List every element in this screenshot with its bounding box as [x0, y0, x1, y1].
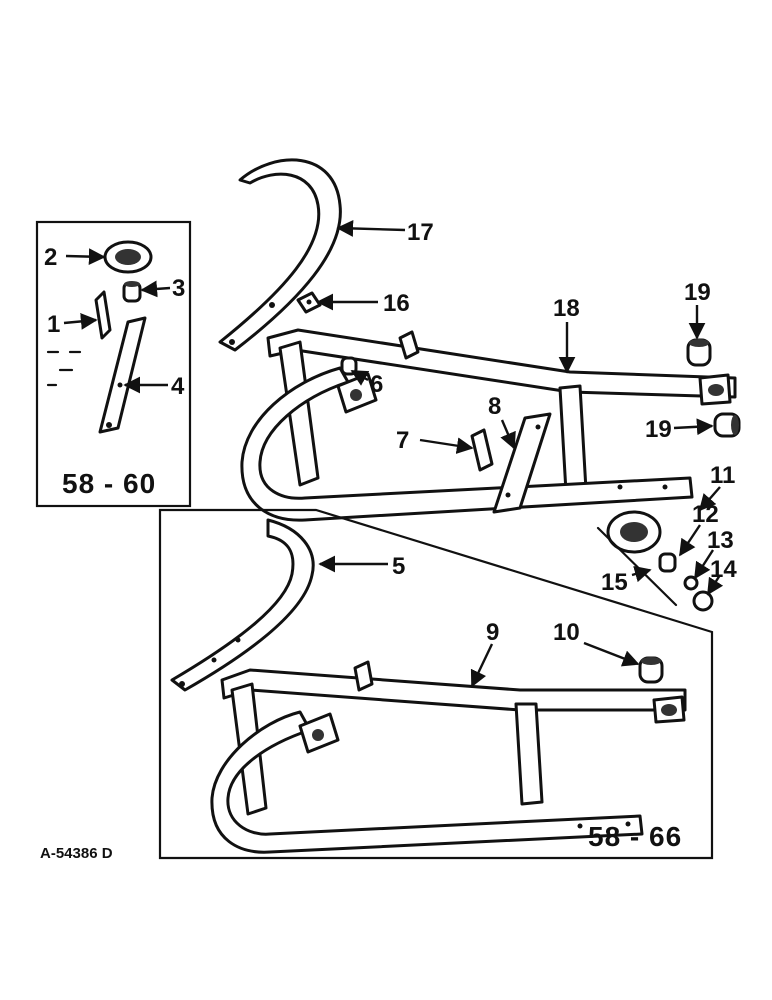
shank-part-5	[170, 518, 315, 692]
inset-58-60-label: 58 - 60	[62, 468, 156, 499]
arm-part-4	[98, 316, 147, 434]
callout-3: 3	[172, 275, 185, 302]
callout-12: 12	[692, 501, 719, 528]
inset-58-66: 5 9 10 58 - 66	[158, 508, 714, 860]
bushing-part-10	[638, 656, 664, 684]
sleeve-part-6	[340, 356, 358, 376]
shank-part-17	[218, 158, 342, 352]
callout-11: 11	[710, 462, 735, 489]
callout-17: 17	[407, 219, 434, 246]
callout-1: 1	[47, 311, 60, 338]
bushing-part-19-bottom	[713, 412, 741, 438]
inset-58-66-label: 58 - 66	[588, 821, 682, 852]
wheel-part-11	[606, 510, 662, 554]
callout-14: 14	[710, 556, 737, 583]
callout-7: 7	[396, 427, 409, 454]
clip-part-7	[470, 428, 494, 472]
callout-16: 16	[383, 290, 410, 317]
callout-8: 8	[488, 393, 501, 420]
upper-assembly: 17 16 18 19 6 7 8 19 11 12 13 14 15	[218, 158, 741, 612]
washer-part-13	[683, 575, 699, 591]
drawing-code: A-54386 D	[40, 845, 113, 862]
bushing-part-12	[658, 552, 677, 573]
callout-15: 15	[601, 569, 628, 596]
callout-9: 9	[486, 619, 499, 646]
callout-19-bottom: 19	[645, 416, 672, 443]
callout-19-top: 19	[684, 279, 711, 306]
callout-5: 5	[392, 553, 405, 580]
wheel-part-2	[103, 240, 153, 274]
clip-part-1	[94, 290, 112, 340]
frame-part-18	[240, 328, 737, 522]
callout-18: 18	[553, 295, 580, 322]
nut-part-14	[692, 590, 714, 612]
callout-10: 10	[553, 619, 580, 646]
callout-6: 6	[370, 371, 383, 398]
callout-13: 13	[707, 527, 734, 554]
inset-58-60: 2 3 1 4 58 - 60	[35, 220, 192, 508]
frame-part-9	[210, 660, 687, 854]
callout-2: 2	[44, 244, 57, 271]
bushing-part-3	[122, 281, 142, 303]
bracket-part-8	[492, 412, 552, 514]
callout-4: 4	[171, 373, 185, 400]
bushing-part-19-top	[686, 338, 712, 367]
